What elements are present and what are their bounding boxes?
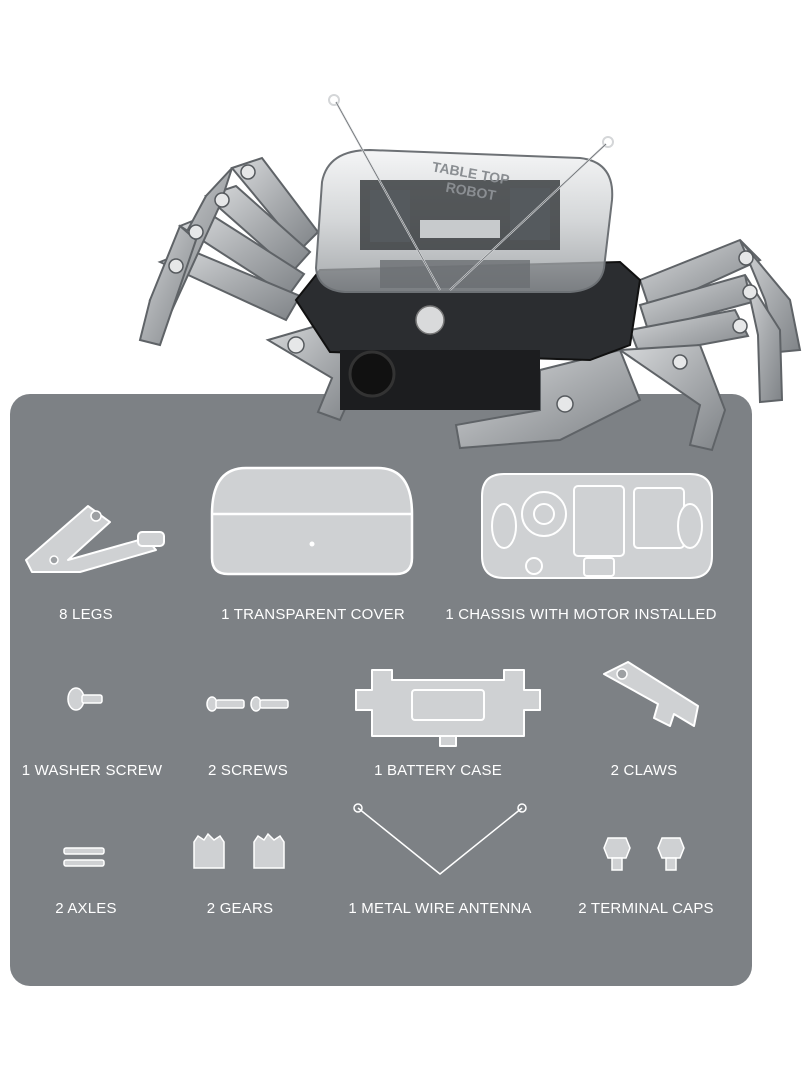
- terminal-caps-icon: [603, 837, 685, 871]
- claw-icon: [603, 661, 699, 727]
- robot-illustration: TABLE TOP ROBOT: [138, 94, 802, 452]
- gears-icon: [193, 832, 285, 869]
- label-washer-screw: 1 WASHER SCREW: [21, 762, 163, 779]
- chassis-icon: [481, 473, 713, 579]
- label-legs: 8 LEGS: [59, 606, 113, 623]
- label-chassis: 1 CHASSIS WITH MOTOR INSTALLED: [445, 606, 717, 623]
- label-axles: 2 AXLES: [55, 900, 117, 917]
- label-screws: 2 SCREWS: [208, 762, 288, 779]
- washer-screw-icon: [67, 687, 103, 711]
- screws-icon: [206, 696, 289, 712]
- label-terminal-caps: 2 TERMINAL CAPS: [578, 900, 714, 917]
- label-claws: 2 CLAWS: [610, 762, 678, 779]
- robot-wheel: [348, 350, 396, 398]
- leg-icon: [25, 505, 165, 573]
- robot-right-legs: [454, 238, 802, 452]
- label-gears: 2 GEARS: [206, 900, 274, 917]
- robot-antenna: [328, 94, 614, 291]
- antenna-icon: [353, 803, 527, 875]
- axles-icon: [63, 847, 105, 867]
- robot-internals: [360, 180, 560, 335]
- battery-case-icon: [355, 669, 541, 747]
- robot-bolts: [168, 164, 758, 413]
- label-battery-case: 1 BATTERY CASE: [374, 762, 502, 779]
- cover-icon: [210, 466, 414, 576]
- label-antenna: 1 METAL WIRE ANTENNA: [348, 900, 532, 917]
- robot-left-legs: [138, 156, 360, 422]
- label-transparent-cover: 1 TRANSPARENT COVER: [221, 606, 405, 623]
